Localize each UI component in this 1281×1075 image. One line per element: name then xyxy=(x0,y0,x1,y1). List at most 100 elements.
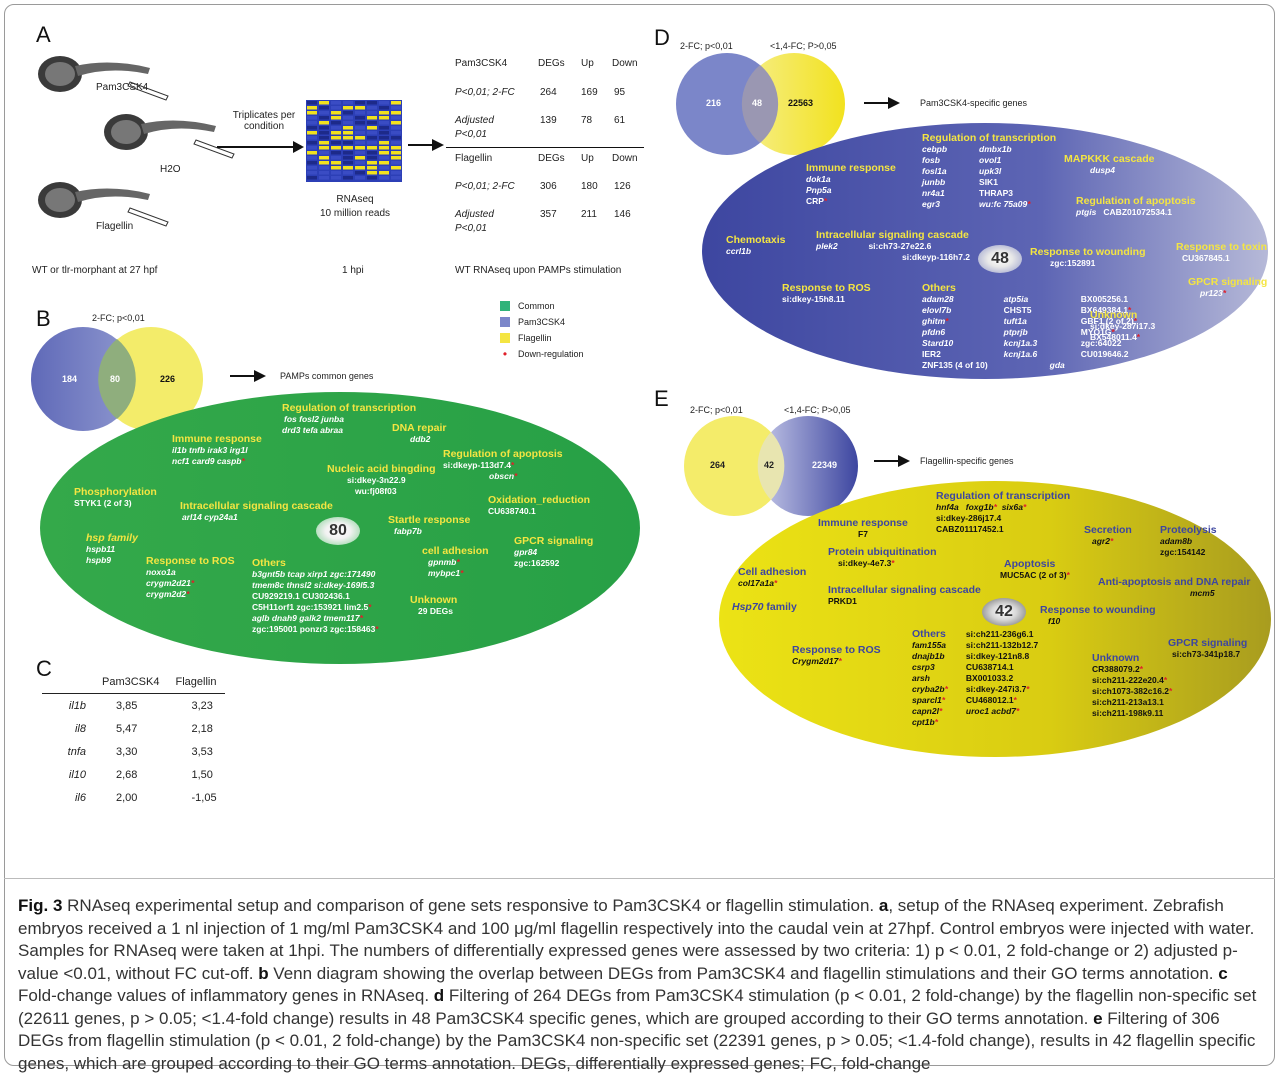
center-badge-d: 48 xyxy=(978,245,1022,273)
venn-b-center: 80 xyxy=(110,374,121,384)
deg-fla-r2-up: 211 xyxy=(581,209,597,220)
go-b-apoptosis: Regulation of apoptosis si:dkeyp-113d7.4… xyxy=(443,448,563,481)
venn-b-right: 226 xyxy=(160,374,176,384)
fc-header-row: Pam3CSK4 Flagellin xyxy=(42,670,225,694)
arrow-d-label: Pam3CSK4-specific genes xyxy=(920,98,1028,108)
rnaseq-heatmap xyxy=(306,100,402,182)
venn-d-left: 216 xyxy=(706,98,722,108)
deg-fla-r2-down: 146 xyxy=(614,209,631,220)
caption-divider xyxy=(4,878,1275,879)
bottom-label-right: WT RNAseq upon PAMPs stimulation xyxy=(455,265,622,276)
deg-col-up-2: Up xyxy=(581,153,594,164)
deg-pam-r2-down: 61 xyxy=(614,115,626,126)
go-d-intracell: Intracellular signaling cascade plek2 si… xyxy=(816,229,971,262)
deg-fla-r2-degs: 357 xyxy=(540,209,557,220)
deg-fla-crit2a: Adjusted xyxy=(455,209,494,220)
go-e-ros: Response to ROS Crygm2d17* xyxy=(792,644,881,666)
embryo-label-pam: Pam3CSK4 xyxy=(96,82,149,93)
arrow-e-label: Flagellin-specific genes xyxy=(920,456,1014,466)
deg-pam-crit1: P<0,01; 2-FC xyxy=(455,87,515,98)
fc-col-fla: Flagellin xyxy=(175,675,217,688)
venn-d-center: 48 xyxy=(752,98,763,108)
arrow-b-label: PAMPs common genes xyxy=(280,371,374,381)
go-d-gpcr: GPCR signaling pr123* xyxy=(1188,276,1268,298)
go-e-apoptosis: Apoptosis MUC5AC (2 of 3)* xyxy=(1000,558,1070,580)
go-b-dna: DNA repair ddb2 xyxy=(392,422,447,444)
arrow-a1 xyxy=(217,141,304,153)
go-e-others: Others fam155a dnajb1b csrp3 arsh cryba2… xyxy=(912,628,1039,727)
rnaseq-title: RNAseq xyxy=(336,194,374,205)
go-b-transcription: Regulation of transcription fos fosl2 ju… xyxy=(282,402,417,435)
go-e-secretion: Secretion agr2* xyxy=(1084,524,1132,546)
deg-fla-r1-up: 180 xyxy=(581,181,598,192)
go-e-transcription: Regulation of transcription hnf4a foxg1b… xyxy=(936,490,1071,534)
legend-item-down: •Down-regulation xyxy=(502,347,584,361)
arrow-b xyxy=(230,370,266,382)
venn-e-left: 264 xyxy=(710,460,726,470)
legend-item-common: Common xyxy=(500,298,584,314)
deg-pam-r1-down: 95 xyxy=(614,87,626,98)
venn-e xyxy=(684,416,858,516)
deg-fla-r1-down: 126 xyxy=(614,181,631,192)
go-d-immune: Immune response dok1a Pnp5a CRP* xyxy=(806,162,896,206)
panel-label-a: A xyxy=(36,22,51,47)
go-b-gpcr: GPCR signaling gpr84 zgc:162592 xyxy=(514,535,594,568)
go-b-hsp: hsp family hspb11 hspb9 xyxy=(86,532,138,565)
go-b-startle: Startle response fabp7b xyxy=(388,514,471,536)
embryo-image-h2o xyxy=(104,114,235,159)
go-e-ubiq: Protein ubiquitination si:dkey-4e7.3* xyxy=(828,546,937,568)
deg-fla-crit2b: P<0,01 xyxy=(455,223,487,234)
go-b-oxidation: Oxidation_reduction CU638740.1 xyxy=(488,494,591,516)
go-b-ros: Response to ROS noxo1a crygm2d21* crygm2… xyxy=(146,555,235,599)
panel-label-e: E xyxy=(654,386,669,411)
center-badge-e: 42 xyxy=(982,598,1026,626)
panel-label-b: B xyxy=(36,306,51,331)
deg-col-up: Up xyxy=(581,58,594,69)
arrow-e xyxy=(874,455,910,467)
deg-pam-r2-degs: 139 xyxy=(540,115,557,126)
venn-e-right: 22349 xyxy=(812,460,838,470)
go-d-chemotaxis: Chemotaxis ccrl1b xyxy=(726,234,786,256)
venn-d-title2: <1,4-FC; P>0,05 xyxy=(770,41,837,51)
venn-d-title1: 2-FC; p<0,01 xyxy=(680,41,733,51)
deg-col-degs-2: DEGs xyxy=(538,153,565,164)
venn-e-center: 42 xyxy=(764,460,775,470)
deg-fla-crit1: P<0,01; 2-FC xyxy=(455,181,515,192)
go-b-intracell: Intracellular signaling cascade arl14 cy… xyxy=(180,500,333,522)
embryo-image-pam xyxy=(38,56,169,101)
bottom-label-mid: 1 hpi xyxy=(342,265,364,276)
venn-e-title1: 2-FC; p<0,01 xyxy=(690,405,743,415)
venn-b xyxy=(31,327,203,431)
triplicates-label: Triplicates per condition xyxy=(232,110,296,132)
go-b-nucleic: Nucleic acid bingding si:dkey-3n22.9 wu:… xyxy=(327,463,436,496)
figure-frame xyxy=(4,4,1275,1066)
go-e-unknown: Unknown CR388079.2* si:ch211-222e20.4* s… xyxy=(1092,652,1173,718)
deg-pam-crit2b: P<0,01 xyxy=(455,129,487,140)
go-d-ros: Response to ROS si:dkey-15h8.11 xyxy=(782,282,871,304)
rnaseq-reads: 10 million reads xyxy=(319,208,391,219)
go-d-mapkkk: MAPKKK cascade dusp4 xyxy=(1064,153,1155,175)
deg-table-fla-label: Flagellin xyxy=(455,153,493,164)
deg-pam-r2-up: 78 xyxy=(581,115,593,126)
go-e-gpcr: GPCR signaling si:ch73-341p18.7 xyxy=(1168,637,1248,659)
fc-col-pam: Pam3CSK4 xyxy=(102,675,160,688)
deg-col-down: Down xyxy=(612,58,638,69)
bottom-label-left: WT or tlr-morphant at 27 hpf xyxy=(32,265,158,276)
venn-d-right: 22563 xyxy=(788,98,814,108)
venn-b-title: 2-FC; p<0,01 xyxy=(92,313,145,323)
panel-label-d: D xyxy=(654,25,670,50)
go-e-hsp70: Hsp70 family xyxy=(732,601,797,613)
deg-fla-r1-degs: 306 xyxy=(540,181,557,192)
deg-table-divider xyxy=(446,147,644,148)
arrow-d xyxy=(864,97,900,109)
go-e-proteolysis: Proteolysis adam8b zgc:154142 xyxy=(1160,524,1217,557)
go-d-unknown: Unknown si:dkey-287i17.3 BX548011.4* xyxy=(1090,309,1156,342)
deg-col-down-2: Down xyxy=(612,153,638,164)
arrow-a2 xyxy=(408,139,444,151)
figure-caption: Fig. 3 RNAseq experimental setup and com… xyxy=(18,896,1257,1073)
embryo-label-h2o: H2O xyxy=(160,164,181,175)
